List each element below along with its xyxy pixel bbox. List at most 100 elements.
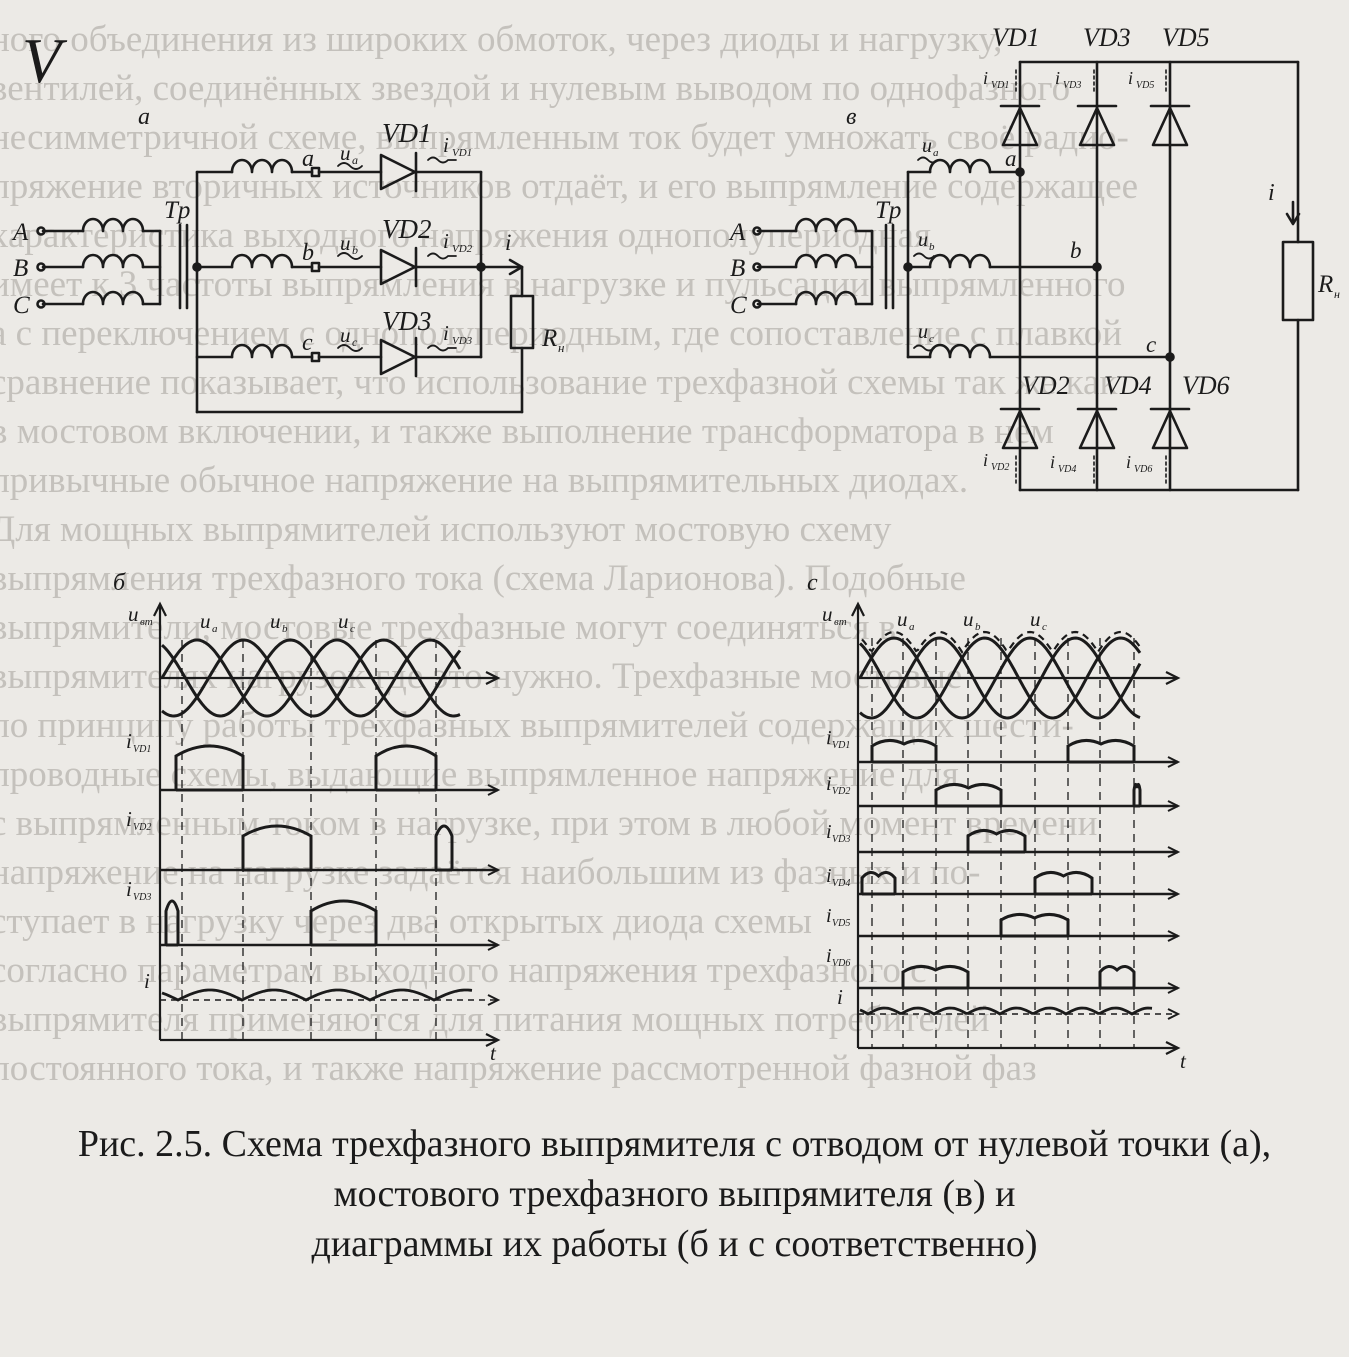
diagram-v-voltage-ub: u b xyxy=(913,229,935,260)
svg-text:i: i xyxy=(826,821,832,843)
svg-text:VD3: VD3 xyxy=(1063,80,1081,91)
diagram-a-transformer-core xyxy=(178,223,189,310)
svg-text:b: b xyxy=(929,241,935,253)
rectified-envelope xyxy=(861,630,1141,655)
svg-text:i: i xyxy=(443,133,449,157)
diagram-v-label-VD2: VD2 xyxy=(1022,371,1070,400)
diagram-a-label-VD1: VD1 xyxy=(382,118,432,148)
current-axis-arrow xyxy=(1167,1008,1181,1020)
svg-text:i: i xyxy=(983,450,988,470)
diagram-a-node-c: c xyxy=(302,330,313,356)
diagram-v-diode-VD2 xyxy=(999,407,1041,450)
bleed-through-line: привычные обычное напряжение на выпрямит… xyxy=(0,460,969,501)
svg-text:u: u xyxy=(822,602,833,626)
current-axis-arrow xyxy=(487,784,501,796)
voltage-axis-arrow xyxy=(1165,671,1181,685)
diagram-a-output-current: i xyxy=(505,230,511,255)
svg-text:i: i xyxy=(443,229,449,253)
plot-c-u-axis-label: u вт xyxy=(822,602,847,628)
diagram-v-primary-windings xyxy=(752,217,874,309)
diagram-v-label-VD5: VD5 xyxy=(1162,23,1210,52)
plot-b-row-label-iVD1: i VD1 xyxy=(126,729,151,755)
bleed-through-line: пряжение вторичных источников отдаёт, и … xyxy=(0,166,1138,207)
figure-caption-line-3: диаграммы их работы (б и с соответственн… xyxy=(311,1223,1038,1265)
figure-caption-line-2: мостового трехфазного выпрямителя (в) и xyxy=(333,1173,1016,1215)
svg-text:VD2: VD2 xyxy=(832,786,850,797)
bleed-through-line: постоянного тока, и также напряжение рас… xyxy=(0,1048,1037,1089)
voltage-axis-arrow xyxy=(485,671,501,685)
plot-c-phase-label-uc: u c xyxy=(1030,607,1047,633)
current-pulse xyxy=(1132,783,1142,806)
svg-text:u: u xyxy=(918,321,928,343)
diagram-v-current-iVD4: i VD4 xyxy=(1050,452,1076,475)
diagram-v-load-label: R н xyxy=(1317,271,1340,301)
svg-text:i: i xyxy=(826,905,832,927)
diagram-v-diode-VD5 xyxy=(1149,104,1191,147)
current-axis-arrow xyxy=(1167,930,1181,942)
plot-b-row-label-iVD3: i VD3 xyxy=(126,877,151,903)
plot-c-phase-label-ub: u b xyxy=(963,607,981,633)
svg-text:i: i xyxy=(1128,68,1133,88)
diagram-a-load-resistor xyxy=(509,294,535,350)
diagram-v-input-A: A xyxy=(728,219,746,246)
svg-text:VD6: VD6 xyxy=(832,958,850,969)
bleed-through-line: несимметричной схеме, выпрямленным ток б… xyxy=(0,117,1129,158)
svg-text:u: u xyxy=(1030,607,1041,631)
svg-text:c: c xyxy=(929,333,934,345)
diagram-a-letter: а xyxy=(138,104,150,130)
current-pulse xyxy=(860,871,897,894)
current-pulse xyxy=(309,899,378,945)
diagram-v-output-current: i xyxy=(1268,180,1275,206)
current-pulse xyxy=(164,899,180,945)
svg-text:b: b xyxy=(282,623,288,635)
plot-b-letter: б xyxy=(113,570,126,596)
diagram-v-voltage-uc: u c xyxy=(913,321,935,352)
current-pulse xyxy=(174,744,245,790)
svg-text:u: u xyxy=(897,607,908,631)
svg-text:VD3: VD3 xyxy=(452,335,473,347)
diagram-v-label-VD3: VD3 xyxy=(1083,23,1131,52)
svg-text:VD1: VD1 xyxy=(832,740,850,751)
svg-text:VD1: VD1 xyxy=(452,147,472,159)
diagram-a-transformer-label: Tp xyxy=(164,197,190,224)
bleed-through-line: выпрямители, мостовые трехфазные могут с… xyxy=(0,607,897,648)
svg-text:u: u xyxy=(128,602,139,626)
diagram-a-voltage-ub: u b xyxy=(337,231,363,260)
svg-text:i: i xyxy=(126,877,132,901)
diagram-a-node-a: a xyxy=(302,146,314,172)
current-pulse xyxy=(1066,739,1136,762)
diagram-a-input-B: B xyxy=(13,255,28,282)
figure-drawing: V а Tp A B C xyxy=(11,23,1340,1073)
current-axis-arrow xyxy=(487,864,501,876)
t-axis-arrow xyxy=(1165,1041,1181,1055)
diagram-v-diode-VD4 xyxy=(1076,407,1118,450)
diagram-a-primary-windings xyxy=(36,217,162,309)
phase-voltage-curve-1 xyxy=(859,636,1141,720)
bleed-through-line: характеристика выходного напряжения одно… xyxy=(0,215,931,256)
plot-b-phase-label-uc: u c xyxy=(338,609,355,635)
svg-text:VD3: VD3 xyxy=(832,834,850,845)
current-pulse xyxy=(901,965,970,988)
diagram-a-diode-VD2 xyxy=(379,246,418,288)
svg-text:R: R xyxy=(541,325,557,352)
svg-text:u: u xyxy=(340,141,351,165)
plot-c-phase-label-ua: u a xyxy=(897,607,915,633)
svg-text:VD2: VD2 xyxy=(133,822,151,833)
svg-text:i: i xyxy=(1055,68,1060,88)
plot-b-t-label: t xyxy=(490,1041,497,1065)
svg-text:вт: вт xyxy=(140,616,153,628)
diagram-v-input-B: B xyxy=(730,255,745,282)
svg-text:u: u xyxy=(200,609,211,633)
bleed-through-line: ступает в нагрузку через два открытых ди… xyxy=(0,901,812,942)
plot-c-row-label-iVD3: i VD3 xyxy=(826,821,850,845)
plot-c-letter: c xyxy=(807,570,818,596)
diagram-v-current-iVD5: i VD5 xyxy=(1128,68,1154,91)
svg-text:VD6: VD6 xyxy=(1134,464,1152,475)
svg-text:i: i xyxy=(826,865,832,887)
plot-c-row-label-iVD2: i VD2 xyxy=(826,773,850,797)
svg-text:VD4: VD4 xyxy=(832,878,850,889)
plot-b-row-label-i: i xyxy=(144,969,150,993)
svg-text:VD2: VD2 xyxy=(991,462,1009,473)
svg-text:a: a xyxy=(909,621,915,633)
